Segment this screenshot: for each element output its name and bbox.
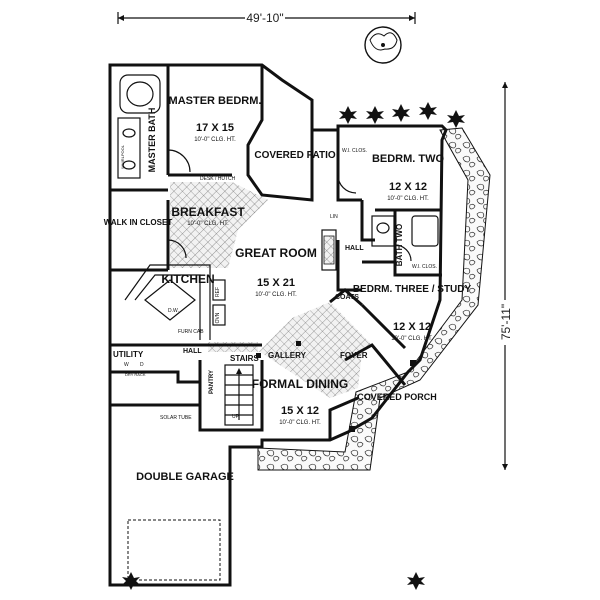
linen-label: LIN (330, 214, 338, 220)
master-bedroom-size: 17 X 15 (196, 122, 234, 134)
refrigerator-label: REF (215, 287, 221, 297)
wi-closet-label-2: W.I. CLOS. (412, 264, 437, 270)
stairs-label: STAIRS (230, 354, 259, 363)
dryer-label: D (140, 362, 144, 368)
breakfast-ceiling: 10'-0" CLG. HT. (187, 221, 229, 227)
flagstone-walkway (257, 127, 491, 471)
garage-door (127, 519, 221, 581)
great-room-ceiling: 10'-0" CLG. HT. (255, 292, 297, 298)
solar-tube-label: SOLAR TUBE (160, 415, 192, 421)
interior-walls (110, 65, 442, 440)
width-dimension-label: 49'-10" (246, 11, 283, 25)
hall-label-a: HALL (183, 348, 202, 355)
formal-dining-label: FORMAL DINING (252, 377, 348, 391)
double-garage-label: DOUBLE GARAGE (136, 471, 234, 483)
great-room-label: GREAT ROOM (235, 246, 317, 260)
whirlpool-label: WHIRLPOOL (120, 144, 125, 169)
shrub-icons (122, 102, 465, 590)
wi-closet-label-1: W.I. CLOS. (342, 148, 367, 154)
width-dimension (117, 12, 416, 24)
master-bedroom-label: MASTER BEDRM. (169, 95, 262, 107)
dishwasher-label: D.W. (168, 308, 179, 314)
exterior-walls (108, 63, 448, 587)
formal-dining-size: 15 X 12 (281, 405, 319, 417)
kitchen-label: KITCHEN (161, 272, 214, 286)
hall-label-b: HALL (345, 245, 364, 252)
tree-icon (364, 26, 402, 64)
washer-label: W (124, 362, 129, 368)
desk-hutch-label: DESK / HUTCH (200, 176, 236, 182)
bath-two-fixtures (371, 215, 439, 247)
bedroom-two-label: BEDRM. TWO (372, 153, 445, 165)
utility-label: UTILITY (113, 350, 144, 359)
formal-dining-ceiling: 10'-0" CLG. HT. (279, 420, 321, 426)
foyer-label: FOYER (340, 351, 368, 360)
bathtub-icon (119, 74, 161, 114)
covered-patio-label: COVERED PATIO (254, 150, 336, 161)
master-bedroom-ceiling: 10'-0" CLG. HT. (194, 137, 236, 143)
bedroom-two-ceiling: 10'-0" CLG. HT. (387, 196, 429, 202)
covered-porch-label: COVERED PORCH (357, 392, 437, 402)
up-label: UP (232, 414, 240, 420)
furnace-cabinet-label: FURN CAB (178, 329, 204, 335)
dry-rack-label: DRY RACK (125, 372, 146, 377)
depth-dimension-label: 75'-11" (499, 304, 513, 340)
bedroom-two-size: 12 X 12 (389, 181, 427, 193)
bedroom-three-size: 12 X 12 (393, 321, 431, 333)
bedroom-three-label: BEDRM. THREE / STUDY (353, 284, 472, 295)
kitchen-counters (124, 264, 226, 340)
vanity-sinks (117, 117, 141, 179)
pantry-label: PANTRY (209, 370, 215, 394)
bedroom-three-ceiling: 10'-0" CLG. HT. (391, 336, 433, 342)
bath-two-label: BATH TWO (395, 224, 404, 267)
master-bath-label: MASTER BATH (147, 108, 157, 173)
fireplace-icon (321, 229, 337, 271)
walk-in-closet-label: WALK IN CLOSET (104, 218, 173, 227)
stair-treads (224, 364, 254, 426)
door-swings (167, 149, 412, 262)
gallery-label: GALLERY (268, 351, 307, 360)
breakfast-label: BREAKFAST (171, 205, 245, 219)
oven-label: OVN (215, 312, 221, 323)
coats-label: COATS (335, 294, 359, 301)
columns (256, 341, 416, 432)
depth-dimension (502, 82, 508, 470)
great-room-size: 15 X 21 (257, 277, 295, 289)
